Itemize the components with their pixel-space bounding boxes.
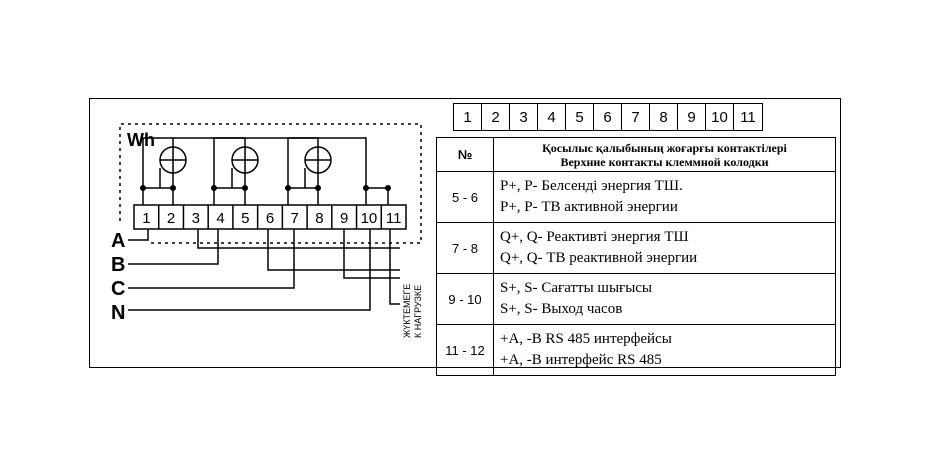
- strip-terminal-number: 8: [650, 104, 678, 130]
- row-description: P+, P- Белсенді энергия ТШ.P+, P- ТВ акт…: [493, 171, 836, 223]
- strip-terminal-number: 10: [706, 104, 734, 130]
- measurement-element-2: [231, 146, 259, 174]
- external-wiring: [128, 229, 400, 311]
- terminal-block: [133, 204, 407, 230]
- header-number: №: [436, 137, 494, 172]
- row-contact-numbers: 5 - 6: [436, 171, 494, 223]
- measurement-element-1: [159, 146, 187, 174]
- strip-terminal-number: 11: [740, 108, 756, 126]
- phase-label-b: B: [111, 254, 125, 276]
- load-label: ЖҮКТЕМЕГЕ К НАГРУЗКЕ: [402, 284, 423, 338]
- terminal-number: 11: [386, 210, 402, 227]
- terminal-number: 5: [241, 210, 249, 227]
- terminal-number: 4: [216, 210, 224, 227]
- terminal-number: 8: [315, 210, 323, 227]
- phase-label-n: N: [111, 302, 125, 324]
- header-description: Қосылыс қалыбының жоғарғы контактілері В…: [493, 137, 836, 172]
- contacts-table: № Қосылыс қалыбының жоғарғы контактілері…: [436, 137, 836, 376]
- strip-terminal-number: 6: [594, 104, 622, 130]
- svg-text:К НАГРУЗКЕ: К НАГРУЗКЕ: [413, 285, 423, 338]
- header-desc-kz: Қосылыс қалыбының жоғарғы контактілері: [542, 140, 787, 155]
- row-description: +А, -В RS 485 интерфейсы +А, -В интерфей…: [493, 324, 836, 376]
- internal-wiring: [142, 137, 389, 205]
- table-header-row: № Қосылыс қалыбының жоғарғы контактілері…: [436, 137, 836, 172]
- strip-terminal-number: 3: [510, 104, 538, 130]
- measurement-element-3: [304, 146, 332, 174]
- row-contact-numbers: 9 - 10: [436, 273, 494, 325]
- header-desc-ru: Верхние контакты клеммной колодки: [560, 154, 769, 169]
- strip-terminal-number: 4: [538, 104, 566, 130]
- table-row: 5 - 6 P+, P- Белсенді энергия ТШ.P+, P- …: [436, 171, 836, 223]
- meter-enclosure: [119, 123, 422, 244]
- terminal-number: 3: [192, 210, 200, 227]
- terminal-number: 1: [142, 210, 150, 227]
- row-contact-numbers: 7 - 8: [436, 222, 494, 274]
- strip-terminal-number: 9: [678, 104, 706, 130]
- terminal-number: 9: [340, 210, 348, 227]
- strip-terminal-number: 7: [622, 104, 650, 130]
- strip-terminal-number: 5: [566, 104, 594, 130]
- terminal-number: 2: [167, 210, 175, 227]
- terminal-number: 10: [361, 210, 378, 227]
- junction-dots: [140, 185, 391, 191]
- table-row: 11 - 12 +А, -В RS 485 интерфейсы +А, -В …: [436, 324, 836, 376]
- meter-label: Wh: [127, 130, 155, 150]
- phase-label-c: C: [111, 278, 125, 300]
- svg-text:ЖҮКТЕМЕГЕ: ЖҮКТЕМЕГЕ: [402, 284, 412, 338]
- row-contact-numbers: 11 - 12: [436, 324, 494, 376]
- terminal-number: 6: [266, 210, 274, 227]
- strip-terminal-number: 2: [482, 104, 510, 130]
- terminal-number: 7: [291, 210, 299, 227]
- strip-terminal-number: 1: [454, 104, 482, 130]
- phase-label-a: A: [111, 230, 125, 252]
